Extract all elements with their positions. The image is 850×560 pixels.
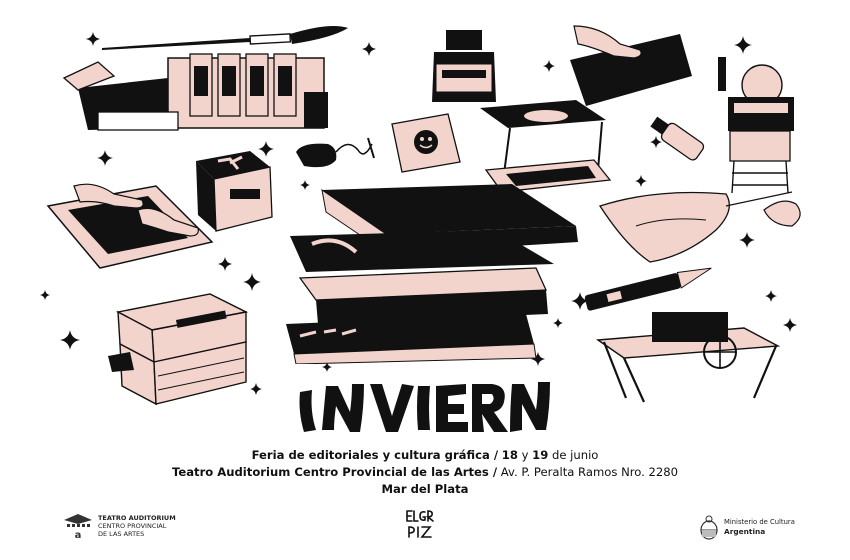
city-name: Mar del Plata [381,482,469,496]
event-info-line-3: Mar del Plata [0,481,850,498]
date-day-1: 18 [501,448,518,462]
svg-text:a: a [75,530,82,541]
event-info-line-1: Feria de editoriales y cultura gráfica /… [0,447,850,464]
title-lettering [299,382,550,432]
sparkle-icon [734,36,752,54]
venue-name: Teatro Auditorium Centro Provincial de l… [171,465,498,479]
teatro-line-3: DE LAS ARTES [98,530,145,538]
sparkle-icon [531,352,545,366]
ministerio-line-1: Ministerio de Cultura [724,518,795,526]
event-name: Feria de editoriales y cultura gráfica / [251,448,499,462]
date-month: de junio [551,448,599,462]
loupe-icon [480,100,612,193]
sparkle-icon [97,150,113,166]
sparkle-icon [362,42,376,56]
event-info-line-2: Teatro Auditorium Centro Provincial de l… [0,464,850,481]
cutter-knife-icon [584,267,712,311]
sparkle-icon [783,318,797,332]
sparkle-icon [635,175,647,187]
sparkle-icon [553,318,563,328]
sparkle-icon [571,292,589,310]
screen-print-press-icon [718,57,794,194]
etching-press-icon [595,312,780,403]
ministerio-cultura-logo: Ministerio de Cultura Argentina [698,514,808,544]
photocopier-icon [108,293,249,406]
ministerio-line-2: Argentina [724,527,766,536]
sparkle-icon [218,257,232,271]
sparkle-icon [650,136,662,148]
sparkle-icon [60,330,80,350]
mouse-icon [296,137,375,168]
sparkle-icon [543,60,555,72]
silkscreen-hand-icon [46,183,214,269]
coat-of-arms-icon [700,515,718,540]
date-day-2: 19 [532,448,549,462]
sparkle-icon [243,273,261,291]
sparkle-icon [739,232,755,248]
venue-address: Av. P. Peralta Ramos Nro. 2280 [500,465,679,479]
teatro-line-2: CENTRO PROVINCIAL [98,522,167,530]
sparkle-icon [300,180,310,190]
sparkle-icon [765,290,777,302]
sparkle-icon [250,383,262,395]
paintbrush-icon [102,26,348,50]
teatro-auditorium-logo: a TEATRO AUDITORIUM CENTRO PROVINCIAL DE… [62,512,192,542]
teatro-line-1: TEATRO AUDITORIUM [98,514,176,522]
stack-of-books-icon [286,184,578,364]
printing-press-icon [62,53,328,131]
print-hand-icon [570,25,692,106]
sparkle-icon [40,290,50,300]
paper-sheet-icon [598,191,801,263]
theatre-logo-icon: a [64,514,92,541]
el-gran-piz-logo [406,510,434,538]
sparkle-icon [322,362,332,372]
date-connector: y [521,448,529,462]
usb-stick-icon [650,116,705,161]
stamp-block-icon [196,151,273,232]
ink-bottle-icon [432,30,496,102]
sparkle-icon [258,141,274,157]
sparkle-icon [86,32,100,46]
smiley-card-icon [391,113,461,173]
